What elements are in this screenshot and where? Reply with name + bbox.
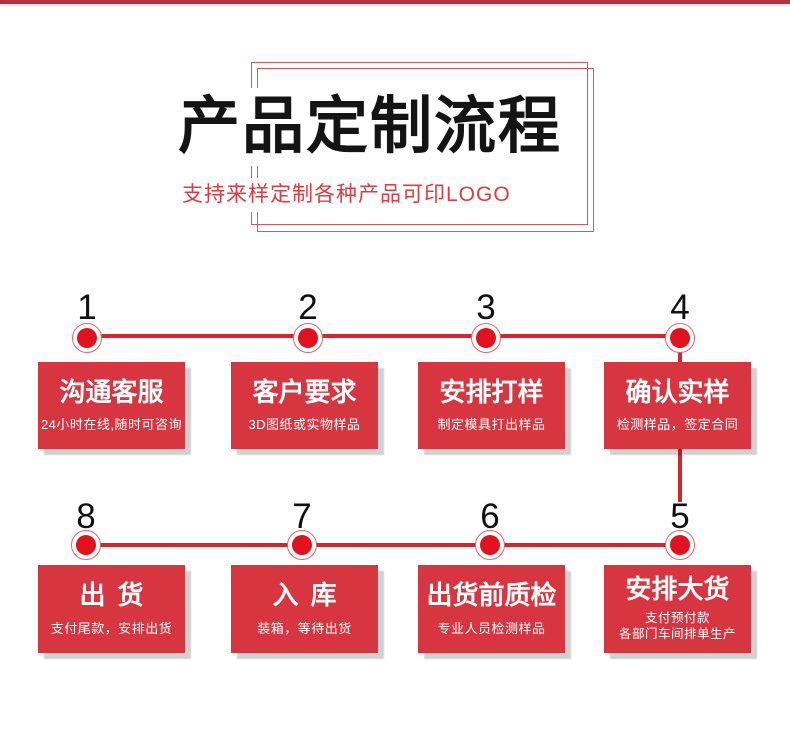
flow-line-top-row [87,334,680,338]
page-title: 产品定制流程 [170,88,571,166]
step-card-subtitle: 检测样品，签定合同 [616,417,739,433]
top-border-line [0,0,790,4]
page-subtitle: 支持来样定制各种产品可印LOGO [182,178,517,212]
step-number-5: 5 [670,497,690,536]
step-card-subtitle: 装箱，等待出货 [257,620,352,636]
step-card-subtitle: 支付尾款，安排出货 [50,620,173,636]
connector-step4-to-step5 [678,449,682,502]
step-card-4: 确认实样 检测样品，签定合同 [604,362,751,449]
step-marker-5 [665,530,695,560]
step-card-7: 入库 装箱，等待出货 [231,565,378,653]
marker-dot-icon [670,328,690,348]
step-card-subtitle-line2: 各部门车间排单生产 [618,627,736,642]
step-card-subtitle: 3D图纸或实物样品 [248,417,361,433]
marker-dot-icon [292,535,312,555]
step-card-subtitle: 24小时在线,随时可咨询 [40,417,183,433]
step-card-6: 出货前质检 专业人员检测样品 [418,565,565,653]
marker-dot-icon [298,328,318,348]
step-card-3: 安排打样 制定模具打出样品 [418,362,565,449]
step-number-3: 3 [476,288,496,327]
step-marker-2 [293,323,323,353]
step-number-6: 6 [480,497,500,536]
step-marker-4 [665,323,695,353]
step-number-2: 2 [298,288,318,327]
step-card-title: 安排大货 [625,574,730,605]
step-card-5: 安排大货 支付预付款 各部门车间排单生产 [604,565,751,653]
step-card-subtitle: 支付预付款 [644,611,710,626]
step-marker-3 [471,323,501,353]
step-number-7: 7 [292,497,312,536]
step-marker-8 [71,530,101,560]
marker-dot-icon [476,328,496,348]
step-card-title: 确认实样 [625,376,730,407]
step-card-1: 沟通客服 24小时在线,随时可咨询 [38,362,185,449]
marker-dot-icon [76,535,96,555]
step-card-subtitle: 专业人员检测样品 [437,620,546,636]
step-card-8: 出货 支付尾款，安排出货 [38,565,185,653]
step-card-title: 客户要求 [252,376,357,407]
marker-dot-icon [77,328,97,348]
step-card-title: 出货 [79,580,156,611]
step-marker-1 [72,323,102,353]
step-number-4: 4 [670,288,690,327]
step-card-title: 入库 [272,580,349,611]
step-card-2: 客户要求 3D图纸或实物样品 [231,362,378,449]
step-card-title: 沟通客服 [59,376,164,407]
step-number-1: 1 [77,288,97,327]
marker-dot-icon [670,535,690,555]
step-card-title: 安排打样 [439,376,544,407]
flow-line-bottom-row [86,543,680,547]
connector-step4-to-card [678,349,682,363]
step-number-8: 8 [76,497,96,536]
step-card-subtitle: 制定模具打出样品 [437,417,546,433]
step-card-title: 出货前质检 [426,580,557,611]
marker-dot-icon [480,535,500,555]
step-marker-7 [287,530,317,560]
step-marker-6 [475,530,505,560]
